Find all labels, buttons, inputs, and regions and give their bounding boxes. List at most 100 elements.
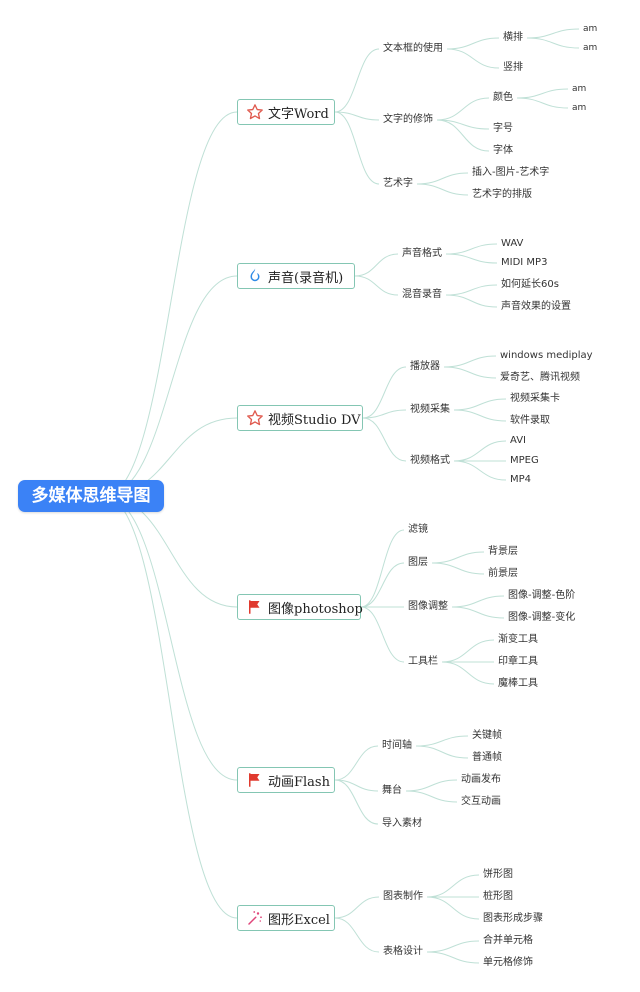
branch-node[interactable]: 视频Studio DV xyxy=(237,405,363,431)
topic-to-subtopic-line xyxy=(443,366,497,379)
topic-node[interactable]: 文本框的使用 xyxy=(383,43,443,54)
subtopic-to-leaf-line xyxy=(516,97,569,109)
topic-node[interactable]: 导入素材 xyxy=(382,818,422,829)
subtopic-node[interactable]: 单元格修饰 xyxy=(483,957,533,968)
branch-node[interactable]: 声音(录音机) xyxy=(237,263,355,289)
branch-to-topic-line xyxy=(334,48,380,113)
topic-node[interactable]: 时间轴 xyxy=(382,740,412,751)
branch-to-topic-line xyxy=(360,606,405,663)
root-to-branch-line xyxy=(103,111,238,497)
subtopic-node[interactable]: 关键帧 xyxy=(472,730,502,741)
root-to-branch-line xyxy=(103,495,238,781)
topic-node[interactable]: 滤镜 xyxy=(408,524,428,535)
topic-node[interactable]: 工具栏 xyxy=(408,656,438,667)
subtopic-node[interactable]: 图表形成步骤 xyxy=(483,913,543,924)
topic-to-subtopic-line xyxy=(426,896,480,920)
subtopic-node[interactable]: 横排 xyxy=(503,32,523,43)
subtopic-node[interactable]: 动画发布 xyxy=(461,774,501,785)
branch-node[interactable]: 动画Flash xyxy=(237,767,335,793)
topic-to-subtopic-line xyxy=(431,551,485,564)
subtopic-node[interactable]: 印章工具 xyxy=(498,656,538,667)
leaf-node[interactable]: am xyxy=(583,43,598,53)
branch-node[interactable]: 图像photoshop xyxy=(237,594,363,620)
subtopic-node[interactable]: 交互动画 xyxy=(461,796,501,807)
subtopic-node[interactable]: 图像-调整-色阶 xyxy=(508,590,576,601)
subtopic-node[interactable]: 渐变工具 xyxy=(498,634,538,645)
subtopic-node[interactable]: AVI xyxy=(510,435,526,446)
branch-label: 声音(录音机) xyxy=(268,270,344,286)
topic-to-subtopic-line xyxy=(415,745,469,759)
branch-label: 图形Excel xyxy=(268,912,330,928)
subtopic-node[interactable]: 饼形图 xyxy=(483,869,513,880)
star-outline-icon xyxy=(246,409,264,427)
subtopic-node[interactable]: 字号 xyxy=(493,123,513,134)
branch-to-topic-line xyxy=(354,253,399,277)
subtopic-node[interactable]: MIDI MP3 xyxy=(501,257,548,268)
topic-to-subtopic-line xyxy=(453,460,507,481)
topic-node[interactable]: 图表制作 xyxy=(383,891,423,902)
branch-to-topic-line xyxy=(354,275,399,296)
branch-node[interactable]: 图形Excel xyxy=(237,905,335,931)
leaf-node[interactable]: am xyxy=(572,103,587,113)
branch-label: 视频Studio DV xyxy=(268,412,361,428)
topic-node[interactable]: 文字的修饰 xyxy=(383,114,433,125)
subtopic-to-leaf-line xyxy=(526,28,580,39)
topic-node[interactable]: 舞台 xyxy=(382,785,402,796)
root-to-branch-line xyxy=(103,275,238,497)
topic-node[interactable]: 视频采集 xyxy=(410,404,450,415)
branch-to-topic-line xyxy=(334,111,380,185)
root-node[interactable]: 多媒体思维导图 xyxy=(18,480,164,512)
topic-node[interactable]: 视频格式 xyxy=(410,455,450,466)
subtopic-node[interactable]: windows mediplay xyxy=(500,350,593,361)
subtopic-node[interactable]: 魔棒工具 xyxy=(498,678,538,689)
subtopic-node[interactable]: 艺术字的排版 xyxy=(472,189,532,200)
subtopic-node[interactable]: 声音效果的设置 xyxy=(501,301,571,312)
subtopic-node[interactable]: 视频采集卡 xyxy=(510,393,560,404)
branch-to-topic-line xyxy=(360,529,405,608)
topic-node[interactable]: 图层 xyxy=(408,557,428,568)
topic-to-subtopic-line xyxy=(453,398,507,411)
branch-to-topic-line xyxy=(362,409,407,419)
subtopic-node[interactable]: 字体 xyxy=(493,145,513,156)
topic-to-subtopic-line xyxy=(441,639,495,663)
topic-to-subtopic-line xyxy=(436,119,490,152)
flag-icon xyxy=(246,771,264,789)
branch-node[interactable]: 文字Word xyxy=(237,99,335,125)
subtopic-node[interactable]: 桩形图 xyxy=(483,891,513,902)
subtopic-node[interactable]: 软件录取 xyxy=(510,415,550,426)
root-to-branch-line xyxy=(103,495,238,919)
subtopic-node[interactable]: 合并单元格 xyxy=(483,935,533,946)
flag-icon xyxy=(246,598,264,616)
subtopic-node[interactable]: 竖排 xyxy=(503,62,523,73)
topic-to-subtopic-line xyxy=(426,951,480,964)
topic-to-subtopic-line xyxy=(451,595,505,608)
subtopic-node[interactable]: WAV xyxy=(501,238,524,249)
subtopic-node[interactable]: 背景层 xyxy=(488,546,518,557)
subtopic-node[interactable]: 前景层 xyxy=(488,568,518,579)
leaf-node[interactable]: am xyxy=(572,84,587,94)
subtopic-node[interactable]: 爱奇艺、腾讯视频 xyxy=(500,372,580,383)
leaf-node[interactable]: am xyxy=(583,24,598,34)
topic-node[interactable]: 混音录音 xyxy=(402,289,442,300)
subtopic-node[interactable]: MPEG xyxy=(510,455,539,466)
subtopic-node[interactable]: 插入-图片-艺术字 xyxy=(472,167,550,178)
topic-node[interactable]: 播放器 xyxy=(410,361,440,372)
subtopic-node[interactable]: 颜色 xyxy=(493,92,513,103)
topic-node[interactable]: 图像调整 xyxy=(408,601,448,612)
topic-to-subtopic-line xyxy=(415,735,469,747)
subtopic-to-leaf-line xyxy=(516,88,569,99)
subtopic-node[interactable]: 图像-调整-变化 xyxy=(508,612,576,623)
topic-node[interactable]: 表格设计 xyxy=(383,946,423,957)
subtopic-node[interactable]: 普通帧 xyxy=(472,752,502,763)
topic-to-subtopic-line xyxy=(445,294,498,308)
subtopic-node[interactable]: 如何延长60s xyxy=(501,279,559,290)
topic-node[interactable]: 声音格式 xyxy=(402,248,442,259)
subtopic-node[interactable]: MP4 xyxy=(510,474,532,485)
branch-to-topic-line xyxy=(334,111,380,121)
topic-to-subtopic-line xyxy=(445,284,498,296)
branch-to-topic-line xyxy=(334,896,380,919)
topic-to-subtopic-line xyxy=(443,355,497,368)
branch-to-topic-line xyxy=(334,917,380,953)
topic-node[interactable]: 艺术字 xyxy=(383,178,413,189)
